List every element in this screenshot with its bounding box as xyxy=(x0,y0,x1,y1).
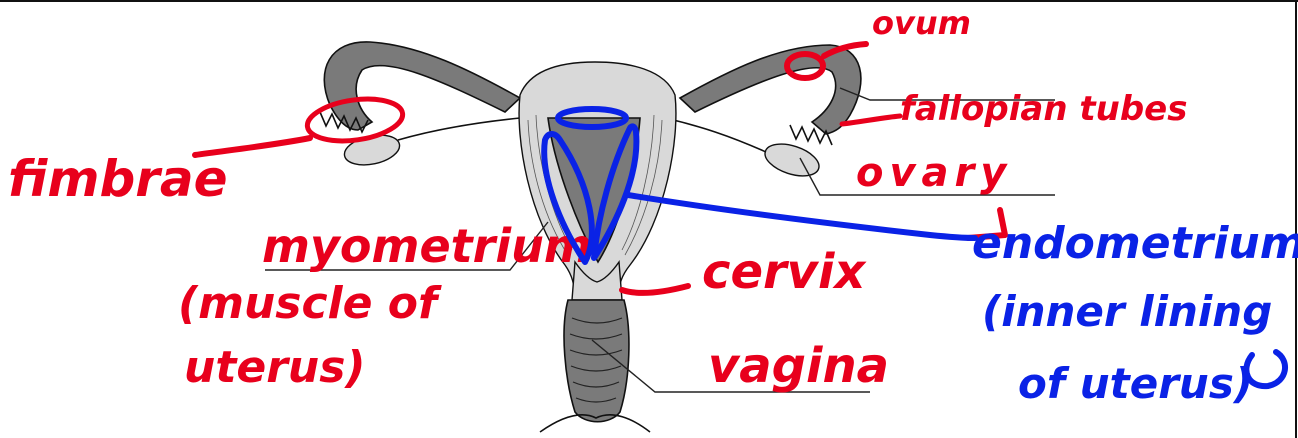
label-endometrium: endometrium xyxy=(972,218,1298,269)
label-ovary: ovary xyxy=(856,150,1012,196)
label-endometrium-note-2: of uterus) xyxy=(1018,359,1253,408)
label-myometrium: myometrium xyxy=(262,219,592,273)
left-ligament xyxy=(398,118,520,140)
label-ovum: ovum xyxy=(872,4,971,42)
right-ovary xyxy=(761,138,823,182)
label-cervix: cervix xyxy=(702,244,867,300)
label-myometrium-note-2: uterus) xyxy=(184,342,366,393)
label-fimbrae: fimbrae xyxy=(8,150,228,208)
vaginal-opening xyxy=(540,415,650,432)
label-endometrium-note-1: (inner lining xyxy=(982,287,1272,336)
fallopian-pointer xyxy=(842,116,900,124)
label-fallopian-tubes: fallopian tubes xyxy=(900,89,1187,129)
label-vagina: vagina xyxy=(708,338,889,394)
cervix-pointer xyxy=(622,286,688,293)
right-ligament xyxy=(665,118,766,152)
endometrium-pointer xyxy=(628,195,975,238)
label-myometrium-note-1: (muscle of xyxy=(178,278,442,329)
left-fallopian-tube xyxy=(324,42,520,130)
right-fallopian-tube xyxy=(680,45,861,134)
